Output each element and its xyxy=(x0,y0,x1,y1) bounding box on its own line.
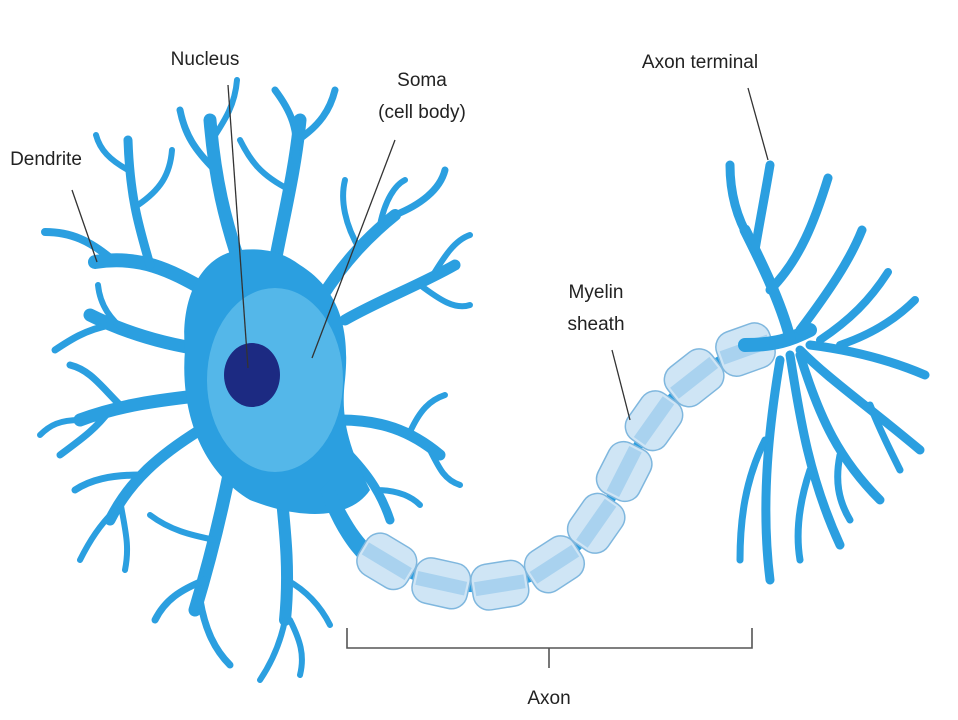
axon-terminal-leader xyxy=(747,87,769,161)
nucleus xyxy=(224,343,280,407)
soma-label-line2: (cell body) xyxy=(378,102,466,123)
myelin-label-line2: sheath xyxy=(567,314,624,335)
axon-hillock xyxy=(320,480,370,560)
myelin-segment xyxy=(523,535,586,594)
dendrite-label: Dendrite xyxy=(10,149,82,170)
myelin-leader xyxy=(611,349,631,421)
dendrites xyxy=(37,77,473,683)
myelin-segment xyxy=(470,559,530,611)
soma-leader xyxy=(311,139,396,359)
myelin-segment xyxy=(566,492,626,554)
axon-terminal-label: Axon terminal xyxy=(642,52,758,73)
axon-label: Axon xyxy=(527,688,570,709)
myelin-label-line1: Myelin xyxy=(569,282,624,303)
myelin-segment xyxy=(663,348,725,408)
myelin-segment xyxy=(624,390,684,452)
soma-label-line1: Soma xyxy=(397,70,447,91)
axon-bracket xyxy=(346,628,753,668)
nucleus-leader xyxy=(227,84,249,369)
myelin-segment xyxy=(595,440,653,503)
leader-lines xyxy=(71,84,769,421)
axon-terminal-branches xyxy=(725,160,930,585)
nucleus-label: Nucleus xyxy=(171,49,240,70)
myelin-segment xyxy=(411,557,472,610)
dendrite-leader xyxy=(71,189,98,263)
myelin-sheath xyxy=(356,322,776,611)
myelin-segment xyxy=(356,532,418,591)
